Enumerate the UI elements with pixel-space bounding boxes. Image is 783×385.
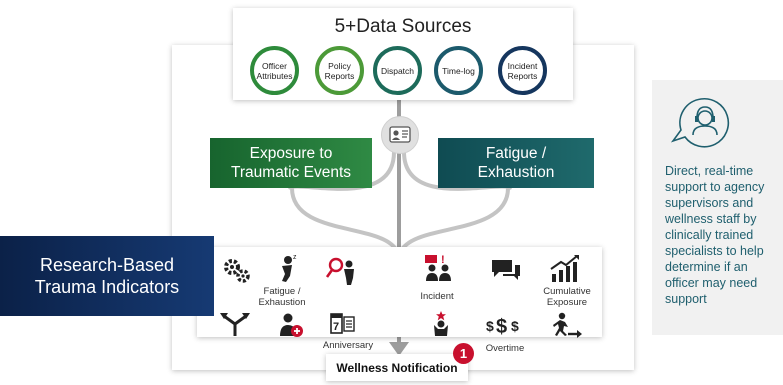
source-label: Officer Attributes [256, 60, 293, 81]
cumulative-exposure-label: Cumulative Exposure [543, 286, 591, 308]
fatigue-exhaustion-label: Fatigue / Exhaustion [258, 286, 306, 308]
support-side-panel [652, 80, 783, 335]
exposure-merge-curve [290, 187, 401, 259]
source-label: Dispatch [380, 65, 415, 76]
id-card-icon [389, 126, 411, 143]
exposure-category-bar: Exposure to Traumatic Events [210, 138, 372, 188]
exposure-category-label: Exposure to Traumatic Events [230, 145, 352, 181]
incident-people-icon: ! [425, 254, 451, 281]
fatigue-merge-curve [397, 187, 510, 259]
anniversary-label: Anniversary [322, 340, 374, 351]
headset-chat-icon [670, 97, 730, 148]
diverging-arrows-icon [220, 313, 250, 336]
fatigue-category-bar: Fatigue / Exhaustion [438, 138, 594, 188]
chat-bubbles-icon [492, 260, 520, 280]
source-label: Incident Reports [507, 60, 538, 81]
svg-text:$: $ [511, 318, 519, 334]
data-sources-box: 5+Data Sources Officer Attributes Policy… [233, 8, 573, 100]
id-card-hub [381, 116, 419, 154]
gears-icon [224, 259, 250, 283]
research-based-indicators-label: Research-Based Trauma Indicators [34, 255, 180, 297]
overtime-label: Overtime [485, 343, 525, 354]
svg-text:$: $ [486, 318, 494, 334]
fatigue-category-label: Fatigue / Exhaustion [477, 145, 555, 181]
source-policy-reports: Policy Reports [315, 46, 364, 95]
star-person-icon [434, 311, 448, 336]
source-label: Time-log [442, 65, 475, 76]
support-description: Direct, real-time support to agency supe… [665, 164, 765, 306]
research-based-indicators-bar: Research-Based Trauma Indicators [0, 236, 214, 316]
rising-chart-icon [550, 255, 579, 282]
notification-badge: 1 [453, 343, 474, 364]
source-dispatch: Dispatch [373, 46, 422, 95]
incident-label: Incident [420, 291, 454, 302]
dollar-signs-icon: $ $ $ [486, 316, 519, 338]
svg-text:$: $ [496, 316, 507, 338]
magnifier-person-icon [325, 257, 354, 285]
flow-arrowhead [389, 342, 409, 356]
running-person-icon [553, 312, 582, 338]
wellness-notification-box: Wellness Notification [326, 354, 468, 381]
tired-person-icon: z [282, 254, 297, 282]
wellness-notification-label: Wellness Notification [336, 360, 458, 375]
data-sources-title: 5+Data Sources [334, 16, 472, 37]
trauma-indicators-box [197, 247, 602, 337]
person-medical-icon [280, 313, 303, 337]
source-incident-reports: Incident Reports [498, 46, 547, 95]
svg-text:7: 7 [333, 321, 339, 333]
calendar-icon: 7 [330, 313, 355, 334]
svg-text:z: z [293, 254, 297, 261]
svg-text:!: ! [441, 254, 445, 266]
source-officer-attributes: Officer Attributes [250, 46, 299, 95]
source-time-log: Time-log [434, 46, 483, 95]
source-label: Policy Reports [324, 60, 355, 81]
